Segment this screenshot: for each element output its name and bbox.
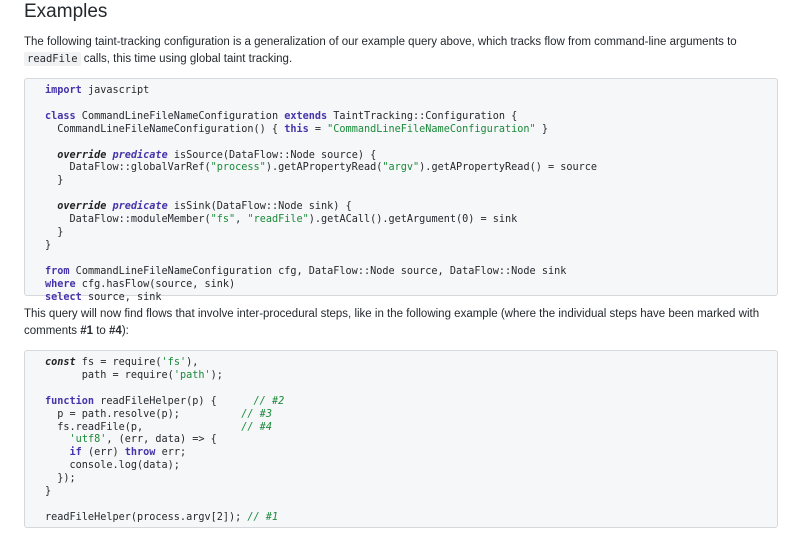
- inline-code-readfile: readFile: [24, 52, 81, 66]
- middle-paragraph: This query will now find flows that invo…: [24, 308, 760, 337]
- ql-code-block[interactable]: import javascript class CommandLineFileN…: [24, 78, 778, 303]
- js-code: const fs = require('fs'), path = require…: [45, 357, 285, 523]
- comment-ref-1: #1: [80, 325, 94, 337]
- comment-ref-4: #4: [109, 325, 122, 337]
- intro-text-after: calls, this time using global taint trac…: [80, 53, 293, 65]
- intro-text-before: The following taint-tracking configurati…: [24, 36, 737, 48]
- js-code-block[interactable]: const fs = require('fs'), path = require…: [24, 350, 778, 528]
- section-heading: Examples: [24, 1, 108, 22]
- ql-code: import javascript class CommandLineFileN…: [45, 85, 598, 303]
- intro-paragraph: The following taint-tracking configurati…: [24, 34, 778, 68]
